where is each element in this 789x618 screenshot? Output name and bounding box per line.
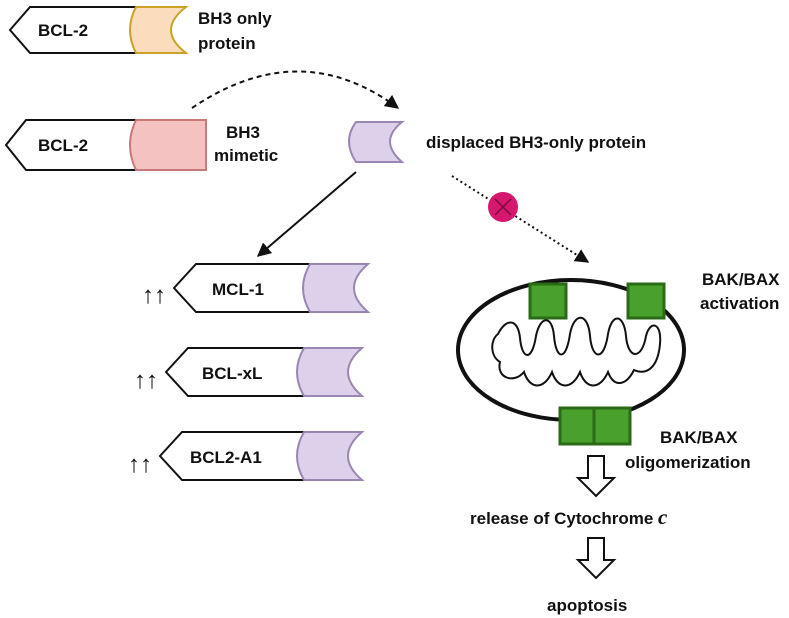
bcl2a1-upregulation-arrows: ↑↑ [128, 451, 152, 478]
bclxl-bound-bh3-shape [296, 347, 365, 397]
bh3-mimetic-label: BH3 [226, 123, 260, 142]
displaced-bh3-only-protein: displaced BH3-only protein [348, 121, 646, 163]
apoptosis-label: apoptosis [547, 596, 627, 615]
bcl2-bh3-only-complex: BCL-2 BH3 only protein [8, 6, 272, 54]
displacement-dashed-arrow [191, 70, 400, 109]
displaced-bh3-only-label: displaced BH3-only protein [426, 133, 646, 152]
bak-bax-oligomerization-label: BAK/BAX [660, 428, 738, 447]
mitochondrion [456, 278, 686, 446]
bclxl-label: BCL-xL [202, 364, 262, 383]
mitochondrion-cristae [491, 316, 662, 387]
hollow-down-arrow-2 [575, 537, 617, 580]
bh3-only-protein-label-line2: protein [198, 34, 256, 53]
bak-bax-activated-right [626, 282, 666, 320]
cytochrome-c-release-label: release of Cytochrome c [470, 505, 668, 529]
activation-dotted-arrow [451, 175, 590, 263]
bak-bax-oligomer-right [592, 406, 632, 446]
binding-arrow [256, 171, 357, 257]
bcl2-bh3-mimetic-complex: BCL-2 BH3 mimetic [4, 119, 278, 171]
inhibitor-icon [488, 192, 518, 222]
mcl1-label: MCL-1 [212, 280, 264, 299]
displaced-bh3-only-shape [348, 121, 405, 163]
bak-bax-activation-label-line2: activation [700, 294, 779, 313]
mcl1-complex: ↑↑ MCL-1 [142, 263, 371, 313]
bak-bax-oligomerization-label-line2: oligomerization [625, 453, 751, 472]
bcl2a1-complex: ↑↑ BCL2-A1 [128, 431, 365, 481]
bcl2-label-mid: BCL-2 [38, 136, 88, 155]
bcl2-label-top: BCL-2 [38, 21, 88, 40]
hollow-down-arrow-1 [575, 455, 617, 498]
mcl1-bound-bh3-shape [302, 263, 371, 313]
mcl1-upregulation-arrows: ↑↑ [142, 282, 166, 309]
bh3-only-protein-shape [129, 6, 189, 54]
bclxl-upregulation-arrows: ↑↑ [134, 367, 158, 394]
bak-bax-oligomer-left [558, 406, 598, 446]
bcl2a1-label: BCL2-A1 [190, 448, 262, 467]
bclxl-complex: ↑↑ BCL-xL [134, 347, 365, 397]
bcl2a1-bound-bh3-shape [296, 431, 365, 481]
bh3-mimetic-label-line2: mimetic [214, 146, 278, 165]
bh3-only-protein-label: BH3 only [198, 9, 272, 28]
bak-bax-activation-label: BAK/BAX [702, 270, 780, 289]
bak-bax-activated-left [528, 282, 568, 320]
bh3-mimetic-shape [129, 119, 207, 171]
